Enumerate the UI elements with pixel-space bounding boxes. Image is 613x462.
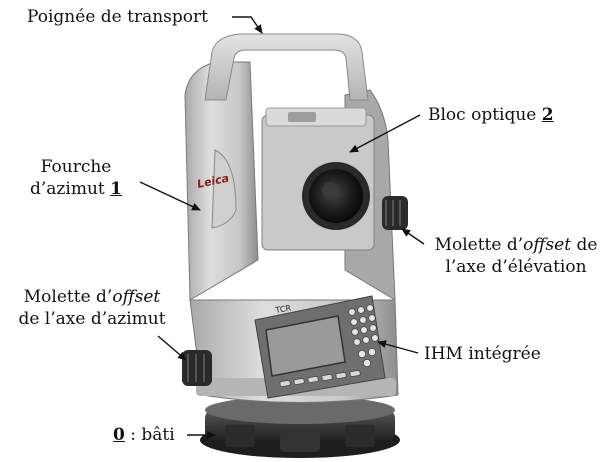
label-optical-block: Bloc optique 2	[428, 104, 554, 126]
label-base-number: 0	[113, 425, 125, 445]
label-hmi-text: IHM intégrée	[424, 344, 541, 364]
label-elevation-line2: l’axe d’élévation	[445, 257, 587, 277]
optical-block	[261, 107, 375, 251]
label-elevation-line1: Molette d’offset de	[424, 234, 608, 256]
label-elevation-em: offset	[523, 235, 572, 255]
label-elevation-knob: Molette d’offset de l’axe d’élévation	[424, 234, 608, 278]
label-elevation-post: de	[571, 235, 598, 255]
hmi-panel: TCR	[254, 295, 386, 399]
label-optical-block-number: 2	[541, 105, 554, 125]
azimuth-offset-knob	[182, 350, 212, 386]
label-azimuth-line2: de l’axe d’azimut	[18, 309, 166, 329]
label-optical-block-text: Bloc optique	[428, 105, 537, 125]
label-handle: Poignée de transport	[27, 6, 208, 28]
leader-arrows	[139, 16, 425, 439]
label-azimuth-line1: Molette d’offset	[4, 286, 180, 308]
arrow-azimuth-knob	[157, 335, 187, 361]
label-fork-number: 1	[110, 179, 122, 199]
elevation-offset-knob	[382, 196, 408, 230]
base-tribrach	[200, 396, 400, 458]
arrow-fork	[139, 181, 201, 211]
function-keys	[279, 370, 361, 387]
keypad	[348, 304, 379, 367]
arrow-handle	[232, 16, 263, 34]
arrow-hmi	[377, 340, 419, 354]
arrow-optical-block	[349, 114, 421, 153]
label-azimuth-pre: Molette d’	[23, 287, 113, 307]
label-azimuth-knob: Molette d’offset de l’axe d’azimut	[4, 286, 180, 330]
label-base: 0 : bâti	[113, 424, 175, 446]
label-handle-text: Poignée de transport	[27, 7, 208, 27]
model-text: TCR	[274, 303, 292, 315]
label-elevation-pre: Molette d’	[434, 235, 524, 255]
label-fork-text: d’azimut	[30, 179, 105, 199]
label-fork-line1: Fourche	[40, 157, 112, 177]
label-azimuth-em: offset	[112, 287, 161, 307]
label-hmi: IHM intégrée	[424, 343, 541, 365]
label-fork: Fourche d’azimut 1	[16, 156, 136, 200]
carrying-handle	[204, 33, 369, 101]
label-base-text: : bâti	[124, 425, 175, 445]
arrow-elevation-knob	[401, 228, 425, 245]
label-fork-line2: d’azimut 1	[16, 178, 136, 200]
